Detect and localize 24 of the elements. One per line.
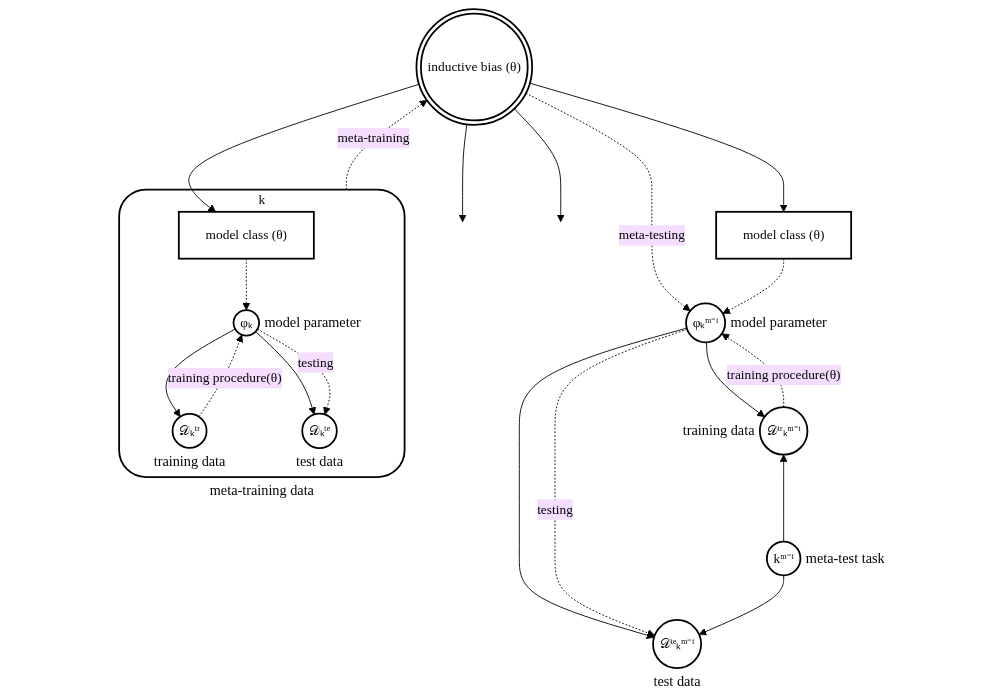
node-label: meta-training data [210,481,315,498]
node-box: model class (θ) [178,210,315,260]
node-label: model parameter [264,314,362,331]
node-circle: φₖ [232,309,261,337]
node-circle: φₖᵐ⁻ᵗ [685,302,727,344]
node-box: model class (θ) [715,210,853,260]
node-label: training data [683,422,755,439]
node-circle: 𝒟ₖᵗʳ [171,413,208,449]
node-label: test data [653,672,701,689]
node-circle: 𝒟ᵗʳₖᵐ⁻ᵗ [759,406,809,456]
node-circle: 𝒟ᵗᵉₖᵐ⁻ᵗ [652,619,703,669]
node-label: training data [153,452,226,469]
edge-label: meta-training [337,130,410,145]
node-label: meta-test task [806,550,885,566]
edge-label: training procedure(θ) [168,370,282,385]
node-circle: 𝒟ₖᵗᵉ [301,412,338,450]
node-label: model parameter [730,314,828,331]
node-circle: inductive bias (θ) [415,8,534,126]
edge-label: testing [537,502,574,517]
edge-label: testing [297,354,334,370]
node-label: test data [296,453,344,470]
node-circle: kᵐ⁻ᵗ [766,540,802,577]
edge-label: meta-testing [619,227,686,243]
edge-label: training procedure(θ) [727,367,841,382]
